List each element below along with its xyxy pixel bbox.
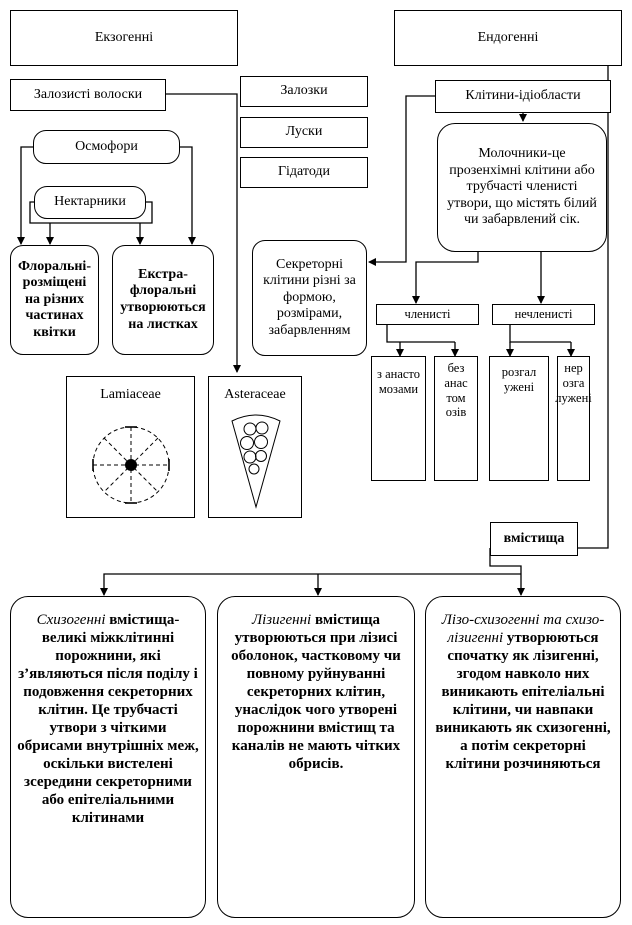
branched-box: розгал ужені [489, 356, 549, 481]
lysoschizogenous-description: утворюються спочатку як лізигенні, згодо… [435, 630, 611, 772]
glands-box: Залозки [240, 76, 368, 107]
osmophores-box: Осмофори [33, 130, 180, 164]
laticifers-box: Молочники-це прозенхімні клітини або тру… [437, 123, 607, 252]
glandular-hairs-box: Залозисті волоски [10, 79, 166, 111]
lysigenous-description: вмістища утворюються при лізисі оболонок… [231, 612, 401, 772]
exogenous-header: Екзогенні [10, 10, 238, 66]
lamiaceae-panel: Lamiaceae [66, 376, 195, 518]
lysigenous-box: Лізигенні вмістища утворюються при лізис… [217, 596, 415, 918]
peltate-gland-icon [92, 426, 170, 504]
endogenous-header: Ендогенні [394, 10, 622, 66]
asteraceae-label: Asteraceae [224, 387, 286, 402]
lysoschizogenous-term: Лізо-схизогенні та схизо-лізигенні [441, 612, 605, 646]
hydathodes-box: Гідатоди [240, 157, 368, 188]
schizogenous-description: вмістища-великі міжклітинні порожнини, я… [17, 612, 199, 826]
lysigenous-text: Лізигенні вмістища утворюються при лізис… [224, 611, 408, 773]
floral-box: Флоральні-розміщені на різних частинах к… [10, 245, 99, 355]
receptacles-box: вмістища [490, 522, 578, 556]
lamiaceae-label: Lamiaceae [100, 387, 161, 402]
extrafloral-box: Екстра-флоральні утворюються на листках [112, 245, 214, 355]
scales-box: Луски [240, 117, 368, 148]
without-anastomoses-box: без анас том озів [434, 356, 478, 481]
nectaries-box: Нектарники [34, 186, 146, 219]
asteraceae-panel: Asteraceae [208, 376, 302, 518]
unbranched-box: нер озга лужені [555, 356, 592, 481]
lysoschizogenous-text: Лізо-схизогенні та схизо-лізигенні утвор… [432, 611, 614, 773]
with-anastomoses-box: з анасто мозами [371, 356, 426, 481]
lysigenous-term: Лізигенні [251, 612, 312, 628]
articulated-box: членисті [376, 304, 479, 325]
nonarticulated-box: нечленисті [492, 304, 595, 325]
secretory-cells-box: Секреторні клітини різні за формою, розм… [252, 240, 367, 356]
schizogenous-box: Схизогенні вмістища-великі міжклітинні п… [10, 596, 206, 918]
biseriate-gland-icon [231, 414, 281, 509]
lysoschizogenous-box: Лізо-схизогенні та схизо-лізигенні утвор… [425, 596, 621, 918]
schizogenous-term: Схизогенні [36, 612, 106, 628]
idioblasts-box: Клітини-ідіобласти [435, 80, 611, 113]
schizogenous-text: Схизогенні вмістища-великі міжклітинні п… [17, 611, 199, 827]
